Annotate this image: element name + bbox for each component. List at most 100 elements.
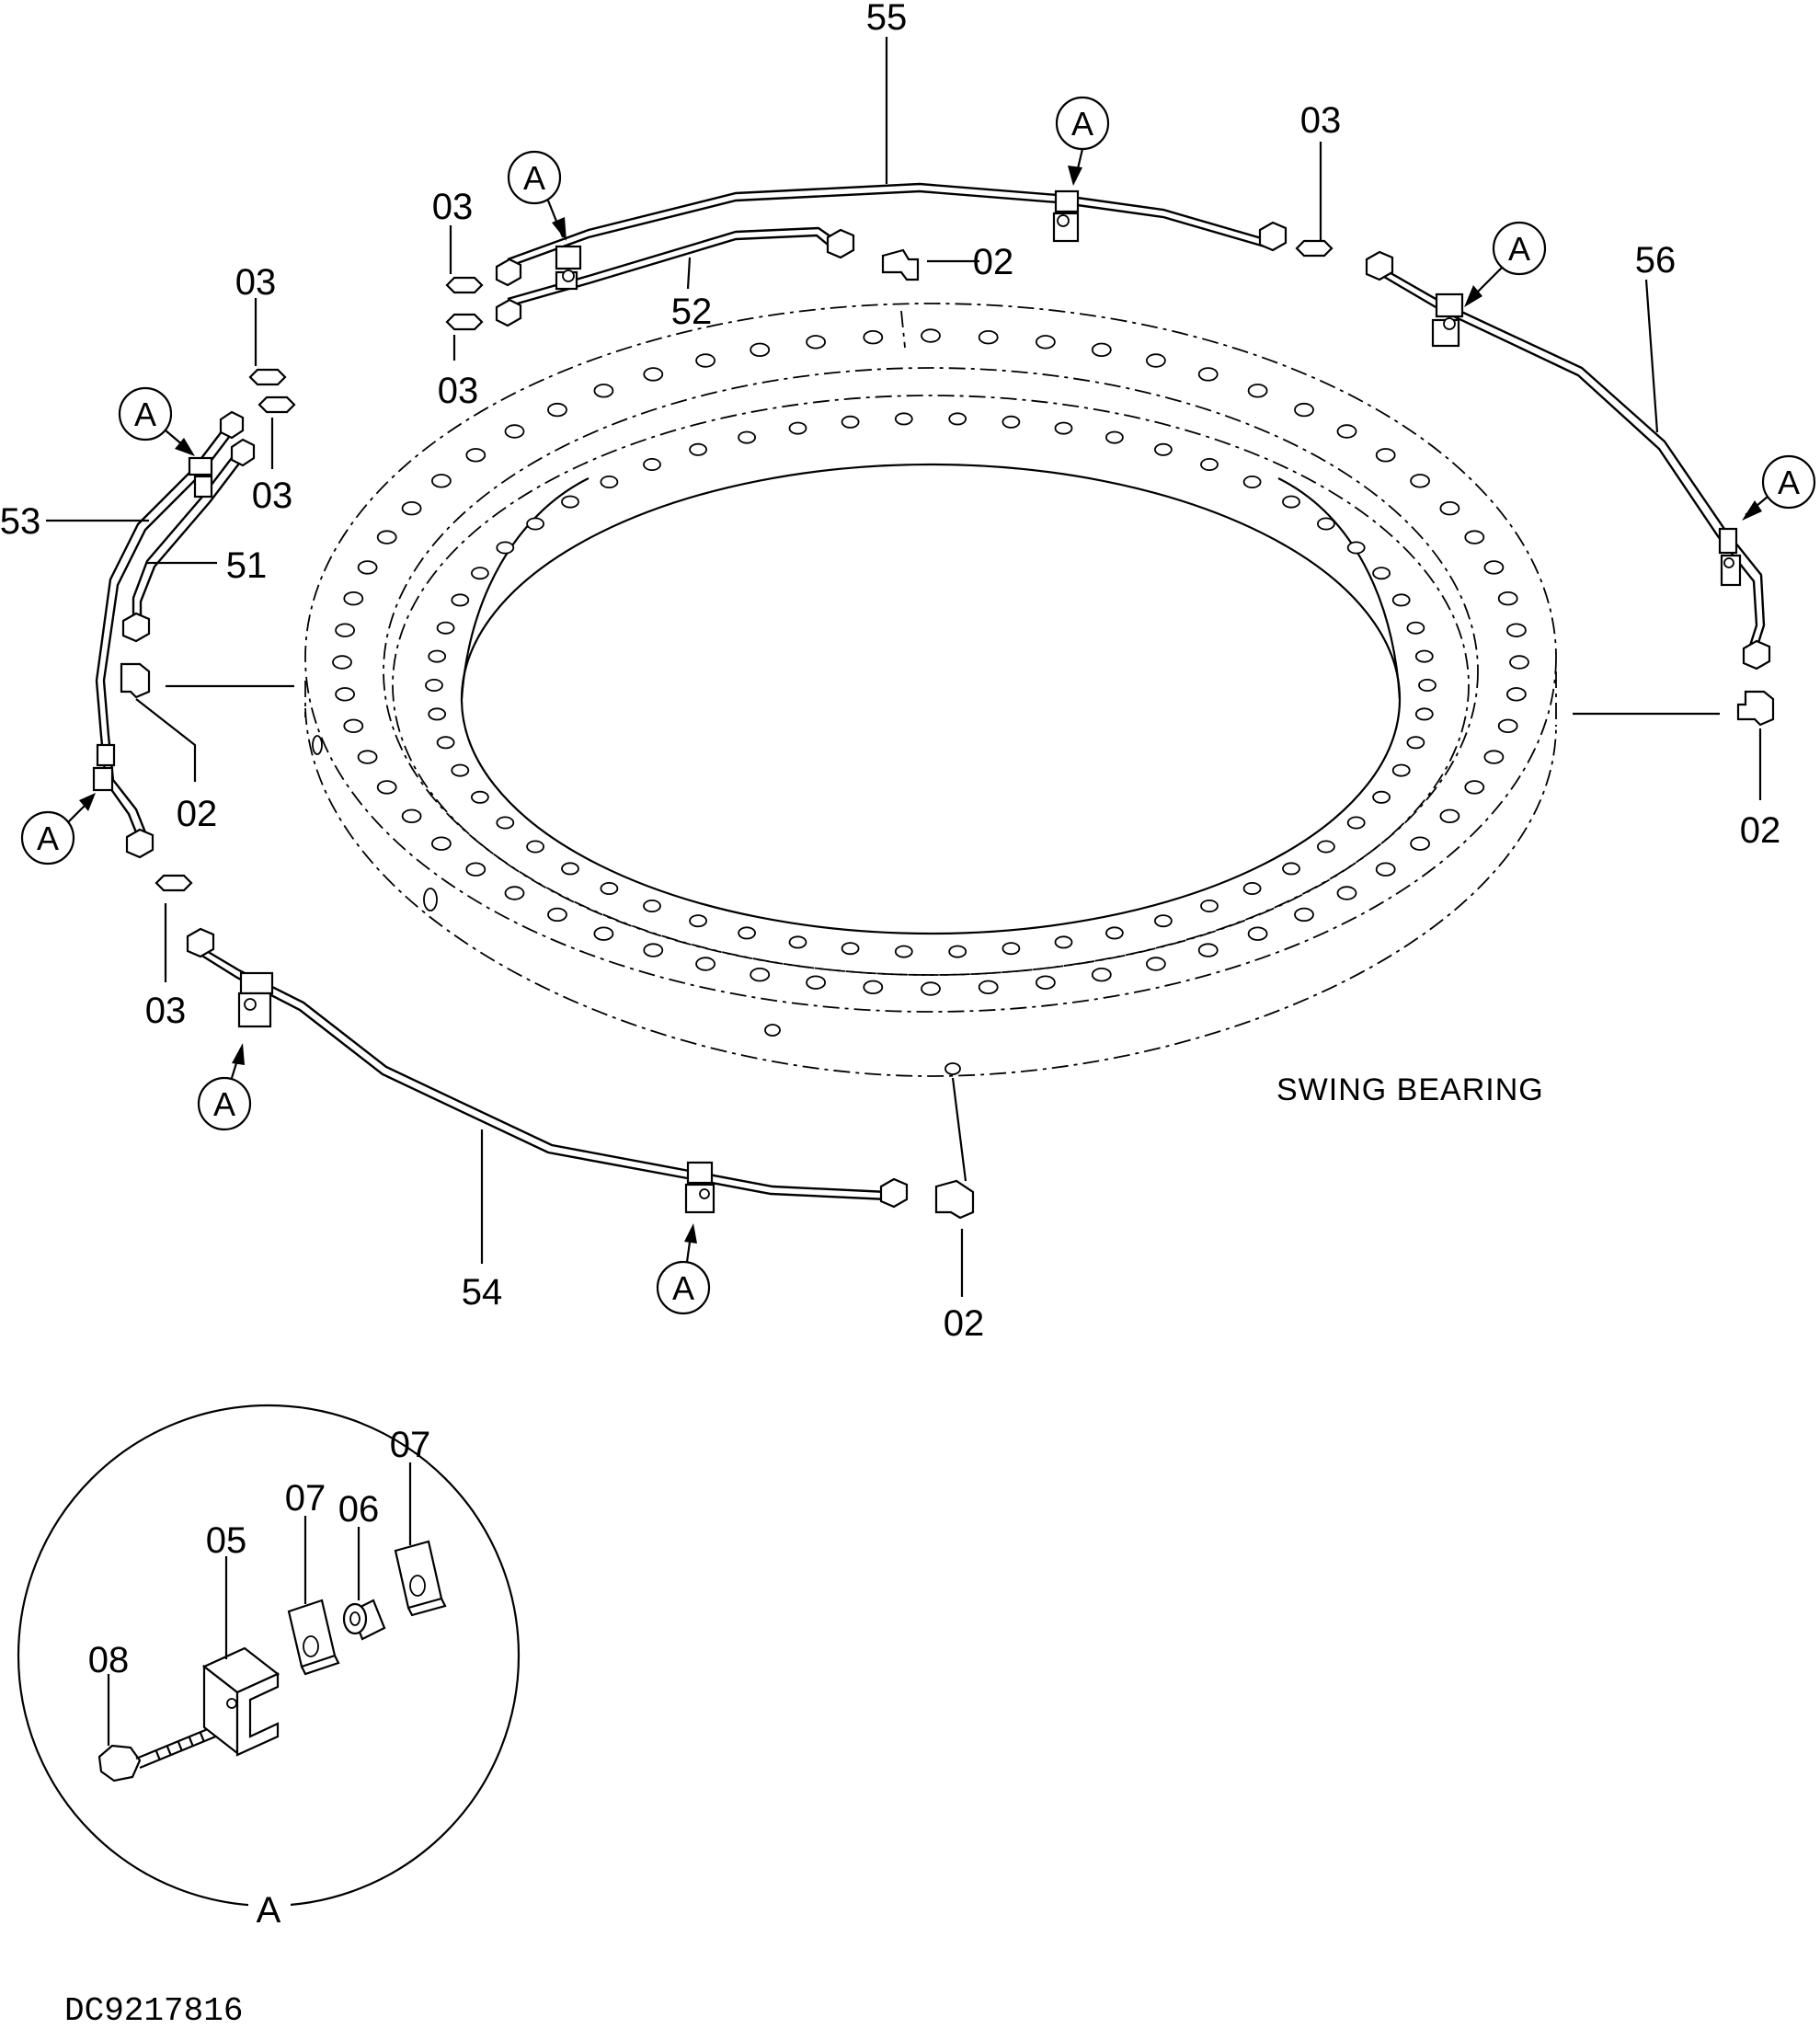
bolt-hole [738,430,756,444]
callout-54: 54 [462,1272,503,1313]
bolt-hole [1391,763,1411,777]
svg-text:A: A [1508,230,1530,268]
bolt-hole [894,945,913,958]
bolt-hole [600,476,619,489]
callout-56: 56 [1635,240,1677,281]
bolt-hole [430,836,452,851]
bolt-hole [1197,367,1219,382]
pipe-54 [200,946,888,1201]
bolt-hole [401,808,422,824]
pipe-fittings [92,189,1771,1214]
callout-52: 52 [671,292,713,332]
bolt-hole [689,914,707,928]
bolt-hole [643,943,664,957]
bolt-hole [1054,935,1073,949]
bolt-hole [1247,926,1268,941]
bolt-hole [561,862,579,876]
bolt-hole [496,541,515,555]
bolt-hole [948,945,967,958]
bolt-hole [1002,942,1021,956]
bolt-hole [401,501,422,516]
bolt-hole [921,981,941,996]
detail-ref-a4: A [118,386,195,456]
callout-02: 02 [1740,810,1781,851]
bolt-hole [1242,476,1262,489]
svg-text:A: A [1071,105,1093,143]
callout-02: 02 [973,242,1014,282]
svg-text:A: A [213,1085,235,1123]
bolt-hole [561,495,579,509]
bolt-hole [332,655,352,670]
bolt-hole [1414,649,1434,663]
leader-lines [46,37,1762,1297]
bolt-hole [695,957,715,971]
pipe-56 [1379,265,1766,649]
pipe-53 [95,422,236,838]
bolt-hole [1200,457,1219,471]
diagram-caption: SWING BEARING [1276,1072,1544,1107]
bolt-hole [1375,862,1396,877]
bolt-hole [1146,957,1166,971]
bolt-hole [1410,474,1430,488]
callout-07: 07 [285,1478,326,1519]
bolt-hole [1146,353,1166,368]
detail-ref-a1: A [1055,96,1110,186]
bolt-hole [1372,790,1391,804]
bolt-hole [1294,907,1314,923]
bolt-hole [425,679,443,693]
callout-03: 03 [1300,100,1342,141]
callout-numbers: 55 03 56 02 52 03 03 03 03 53 51 02 02 0… [0,0,1780,1344]
bolt-hole [750,967,771,982]
bolt-hole [1464,780,1485,795]
svg-text:A: A [37,820,59,857]
bolt-hole [1054,421,1073,435]
bolt-hole [1506,623,1527,637]
bolt-hole [806,975,826,990]
bolt-hole [788,935,807,949]
document-id: DC9217816 [64,1992,243,2029]
bolt-hole [526,517,544,531]
bolt-hole [1418,679,1437,693]
bolt-hole [1242,882,1262,896]
bolt-hole [1483,560,1505,575]
plate-07-right [394,1462,447,1617]
detail-ref-a8: A [656,1223,711,1315]
callout-03: 03 [432,187,474,227]
bolt-hole [1002,415,1021,429]
svg-text:A: A [134,395,156,433]
bolt-hole [643,900,661,913]
bolt-hole [643,457,661,471]
bolt-hole [451,593,470,607]
callout-05: 05 [206,1520,247,1561]
bearing-bolt-holes-inner [425,412,1437,958]
bolt-hole [526,840,544,854]
bolt-hole [1506,687,1527,702]
plate-07-left [287,1516,340,1676]
bolt-hole [547,907,567,923]
bolt-hole [1200,900,1219,913]
bolt-hole [738,926,756,940]
swing-bearing-ring [304,303,1557,1077]
svg-text:A: A [523,159,545,197]
bolt-hole [1414,707,1434,721]
bearing-bolt-holes-outer [332,328,1529,996]
bolt-hole [1406,736,1425,750]
bolt-hole [504,886,525,900]
callout-08: 08 [88,1640,130,1680]
bolt-hole [1317,840,1335,854]
callout-03: 03 [235,262,277,303]
bolt-hole [1336,424,1357,439]
bolt-hole [841,942,860,956]
bolt-hole [689,442,707,456]
bolt-hole [465,448,486,463]
detail-view-title: A [257,1890,281,1931]
bolt-hole [471,567,489,580]
bolt-hole [750,342,771,358]
detail-ref-a5: A [1742,454,1816,521]
bolt-hole [376,780,397,795]
bolt-hole [436,621,455,635]
bolt-hole [1391,593,1411,607]
bolt-hole [1406,621,1425,635]
bolt-hole [1091,967,1112,982]
bolt-hole [357,750,378,764]
